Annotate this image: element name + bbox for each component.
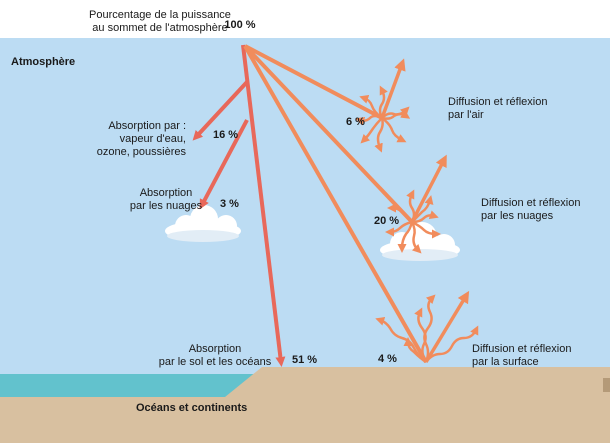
top-label-line2: au sommet de l'atmosphère bbox=[92, 22, 227, 34]
air-reflection-line2: par l'air bbox=[448, 109, 484, 121]
cloud-absorption-line2: par les nuages bbox=[130, 200, 203, 212]
surface-reflection-value: 4 % bbox=[378, 353, 397, 365]
beam-to-clouds bbox=[243, 44, 414, 224]
surface-absorption-value: 51 % bbox=[292, 354, 317, 366]
surface-reflection-line1: Diffusion et réflexion bbox=[472, 343, 571, 355]
gas-absorption-arrow bbox=[192, 80, 249, 141]
gas-absorption-line2: vapeur d'eau, bbox=[120, 133, 186, 145]
cloud-scatter-burst bbox=[385, 154, 447, 254]
surface-scatter-burst bbox=[375, 290, 479, 364]
land-area bbox=[0, 367, 610, 443]
cloud-reflection-line2: par les nuages bbox=[481, 210, 554, 222]
gas-absorption-line1: Absorption par : bbox=[108, 120, 186, 132]
cloud-absorption-line1: Absorption bbox=[140, 187, 193, 199]
land-edge-mark bbox=[603, 378, 610, 392]
surface-reflection-line2: par la surface bbox=[472, 356, 539, 368]
surface-absorption-arrow bbox=[241, 44, 286, 367]
air-reflection-line1: Diffusion et réflexion bbox=[448, 96, 547, 108]
cloud-reflection-value: 20 % bbox=[374, 215, 399, 227]
cloud-absorption-value: 3 % bbox=[220, 198, 239, 210]
cloud-reflection-line1: Diffusion et réflexion bbox=[481, 197, 580, 209]
ground-label: Océans et continents bbox=[136, 402, 247, 414]
surface-absorption-line2: par le sol et les océans bbox=[159, 356, 272, 368]
air-reflection-value: 6 % bbox=[346, 116, 365, 128]
beam-to-surface bbox=[243, 45, 428, 363]
beam-to-air bbox=[244, 44, 383, 120]
absorption-cloud bbox=[165, 205, 241, 242]
gas-absorption-line3: ozone, poussières bbox=[97, 146, 187, 158]
atmosphere-band bbox=[0, 38, 610, 380]
atmosphere-label: Atmosphère bbox=[11, 56, 75, 68]
top-label-line1: Pourcentage de la puissance bbox=[89, 9, 231, 21]
surface-absorption-line1: Absorption bbox=[189, 343, 242, 355]
absorbed-arrows bbox=[192, 44, 286, 367]
gas-absorption-value: 16 % bbox=[213, 129, 238, 141]
top-value: 100 % bbox=[224, 19, 255, 31]
air-scatter-burst bbox=[355, 58, 411, 153]
space-band bbox=[0, 0, 610, 38]
cloud-absorption-arrow bbox=[199, 119, 249, 210]
incoming-beams bbox=[243, 44, 428, 363]
